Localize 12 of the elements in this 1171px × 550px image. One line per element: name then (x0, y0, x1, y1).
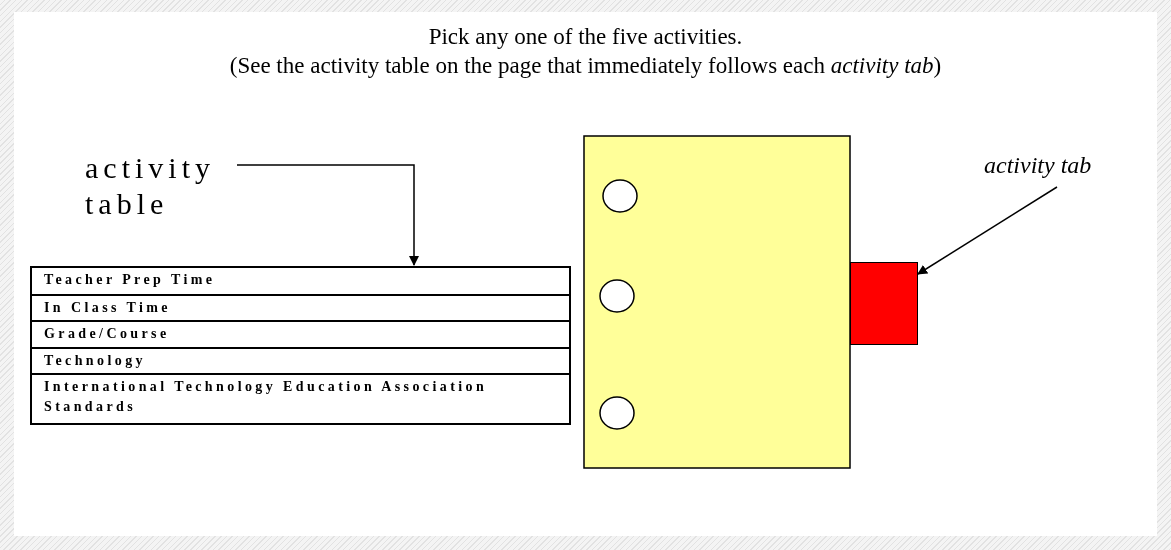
leader-arrow (236, 164, 419, 266)
title: Pick any one of the five activities. (428, 24, 743, 50)
caption-note: (See the activity table on the page that immediately follows each activity tab) (229, 53, 942, 79)
tab-box (850, 262, 918, 345)
table-row: In Class Time (32, 296, 569, 322)
table-row: Grade/Course (32, 322, 569, 349)
leader-arrow (917, 186, 1058, 275)
table-row: Teacher Prep Time (32, 268, 569, 296)
callout-text: activity table (85, 150, 216, 222)
table-row-text: International Technology Education Association Standards (43, 378, 489, 416)
table-row: Technology (32, 349, 569, 375)
callout-text: activity tab (984, 152, 1093, 179)
